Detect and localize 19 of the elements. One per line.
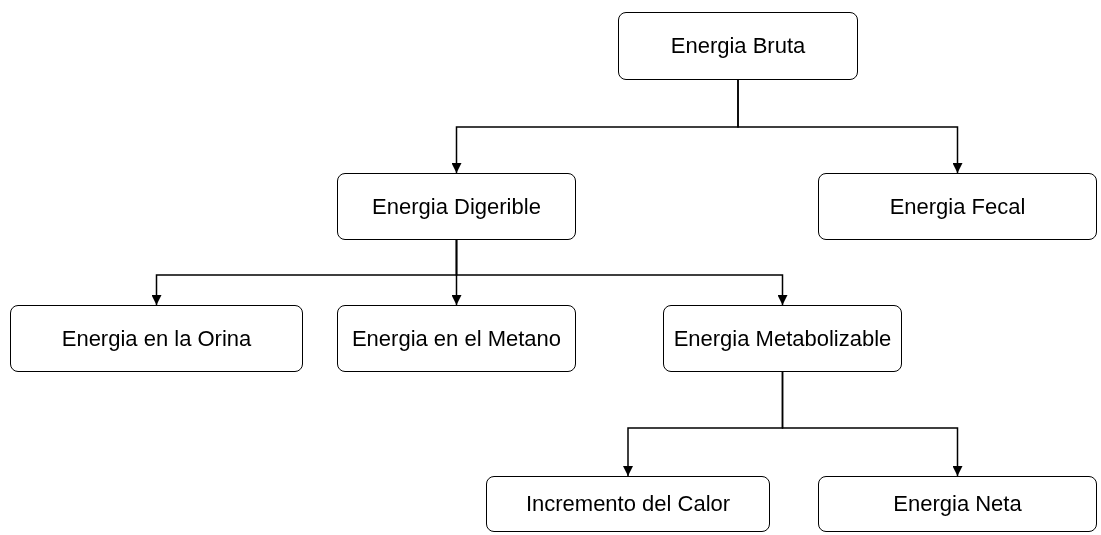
box-label: Energia Bruta (670, 33, 806, 59)
box-label: Energia en el Metano (351, 325, 562, 352)
box-label: Energia Fecal (889, 193, 1026, 220)
process-box (818, 173, 1097, 240)
box-label: Energia Digerible (372, 193, 541, 220)
arrow (781, 371, 963, 477)
process-box (10, 305, 303, 372)
box-label: Energia en la Orina (61, 325, 252, 352)
box-label: Incremento del Calor (525, 491, 731, 517)
box-label: Energia Neta (893, 491, 1022, 517)
process-box (337, 173, 576, 240)
process-box (818, 476, 1097, 532)
arrow (737, 79, 963, 174)
process-box (486, 476, 770, 532)
process-box (337, 305, 576, 372)
arrow (455, 239, 788, 306)
process-box (618, 12, 858, 80)
process-box (663, 305, 902, 372)
box-label: Energia Metabolizable (673, 325, 892, 352)
